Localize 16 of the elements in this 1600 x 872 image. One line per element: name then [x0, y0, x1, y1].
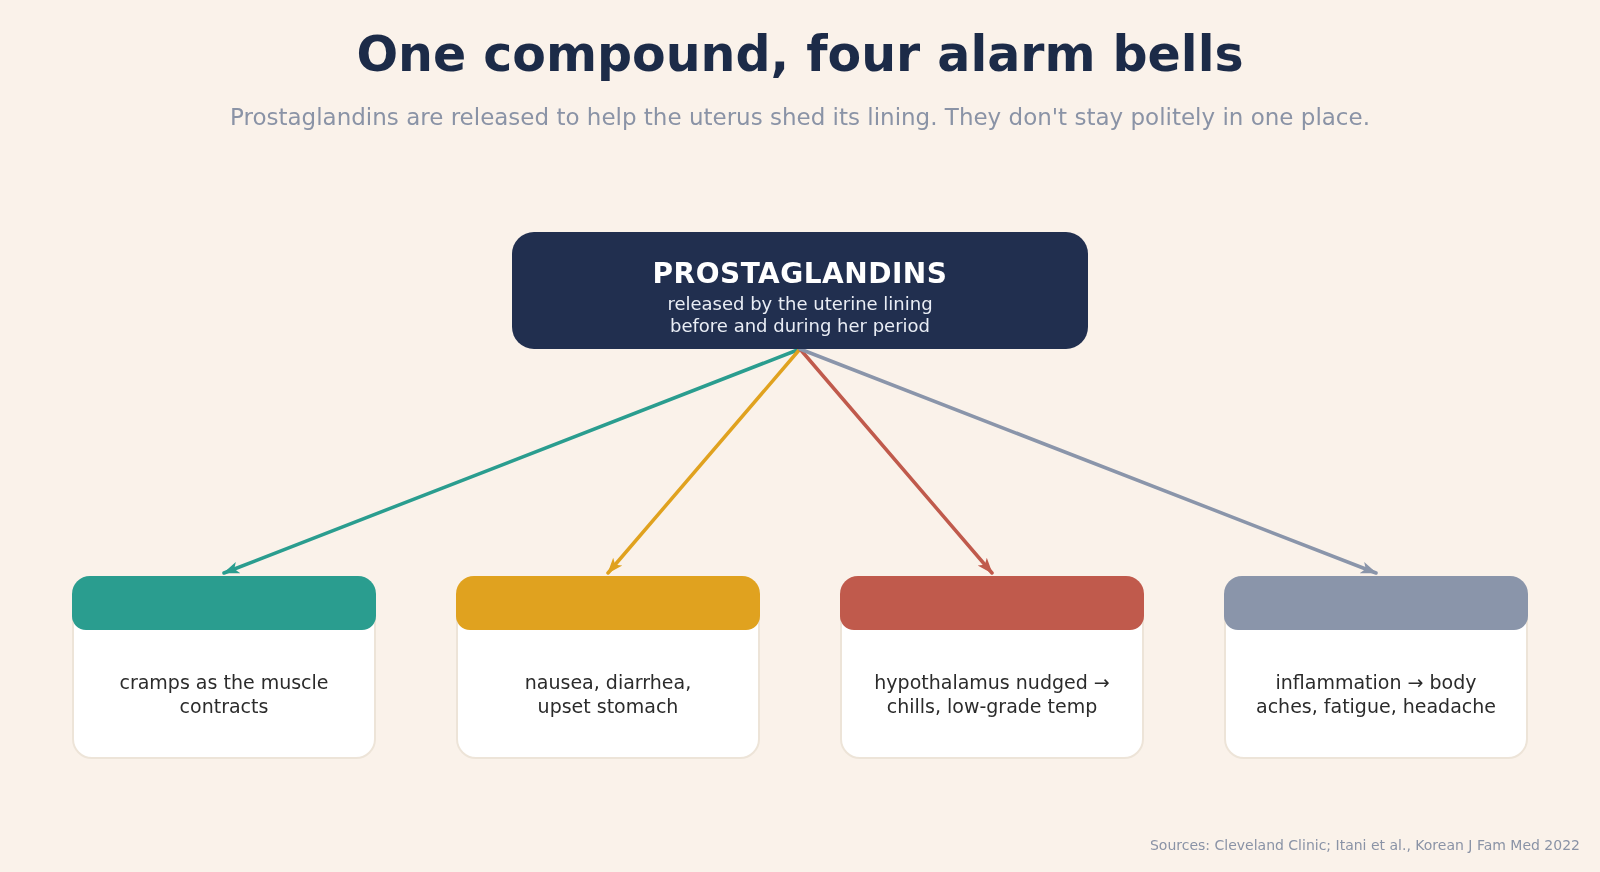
subtitle: Prostaglandins are released to help the uterus shed its lining. They don't stay politely in one place. [230, 103, 1370, 131]
symptom-card [72, 576, 376, 759]
symptom-text: inflammation → body aches, fatigue, headache [1255, 669, 1497, 718]
sources-note: Sources: Cleveland Clinic; Itani et al., Korean J Fam Med 2022 [1149, 836, 1580, 855]
arrow [606, 347, 802, 575]
symptom-text: cramps as the muscle contracts [118, 669, 330, 718]
symptom-text: nausea, diarrhea, upset stomach [523, 669, 693, 718]
box-description: released by the uterine lining before and during her period [666, 292, 934, 337]
title: One compound, four alarm bells [356, 26, 1244, 84]
symptom-text: hypothalamus nudged → chills, low-grade temp [873, 669, 1111, 718]
symptom-card [840, 576, 1144, 759]
symptom-card [1224, 576, 1528, 759]
source-box [512, 232, 1088, 349]
box-heading: PROSTAGLANDINS [652, 256, 948, 291]
arrow [798, 347, 1378, 575]
symptom-card [456, 576, 760, 759]
